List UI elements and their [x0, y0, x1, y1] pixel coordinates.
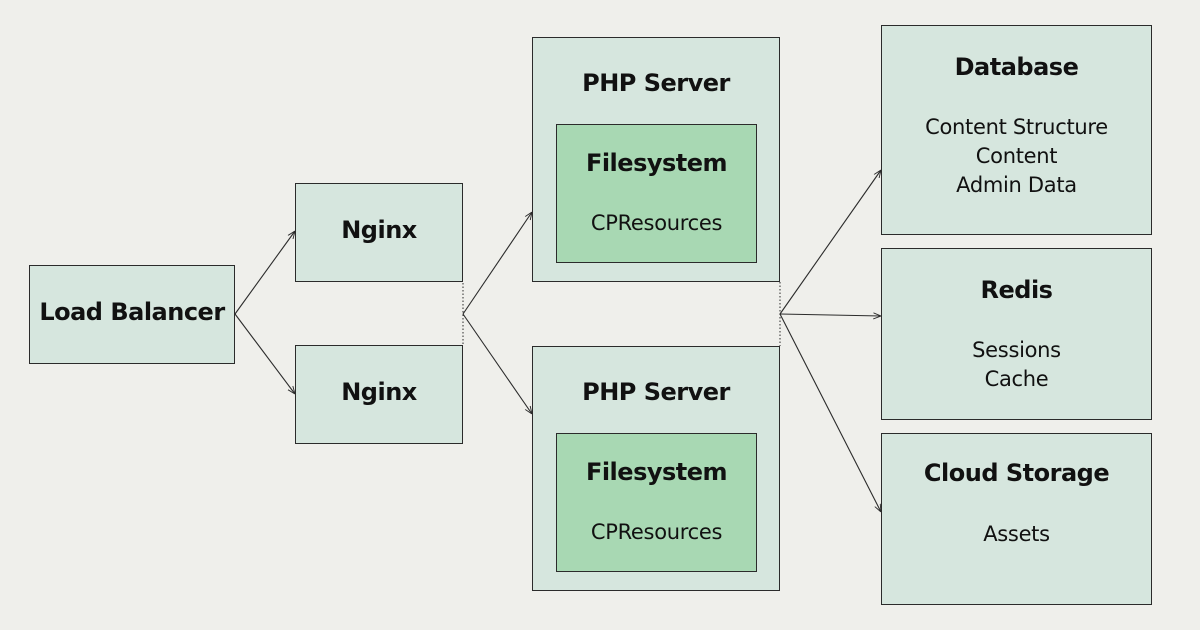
php-server-title: PHP Server	[582, 378, 730, 406]
php-server-title: PHP Server	[582, 69, 730, 97]
nginx-box-top: Nginx	[295, 183, 463, 282]
database-title: Database	[954, 53, 1079, 81]
redis-box: Redis Sessions Cache	[881, 248, 1152, 420]
filesystem-title: Filesystem	[585, 149, 728, 177]
arrow-lb-to-nginx-top	[234, 231, 295, 315]
database-items: Content Structure Content Admin Data	[882, 113, 1151, 200]
arrow-nginx-to-php-bottom	[462, 313, 532, 414]
cloud-storage-title: Cloud Storage	[923, 459, 1110, 487]
filesystem-box: Filesystem CPResources	[556, 433, 757, 572]
database-item: Content	[975, 144, 1058, 168]
filesystem-label: CPResources	[590, 211, 723, 235]
cloud-storage-item: Assets	[983, 522, 1050, 546]
nginx-title: Nginx	[341, 216, 417, 244]
filesystem-box: Filesystem CPResources	[556, 124, 757, 263]
arrow-php-to-redis	[779, 314, 881, 316]
arrow-nginx-to-php-top	[462, 212, 532, 315]
cloud-storage-items: Assets	[882, 520, 1151, 549]
arrow-lb-to-nginx-bottom	[234, 313, 295, 394]
filesystem-title: Filesystem	[585, 458, 728, 486]
arrow-php-to-database	[779, 170, 881, 315]
database-box: Database Content Structure Content Admin…	[881, 25, 1152, 235]
load-balancer-box: Load Balancer	[29, 265, 235, 364]
redis-items: Sessions Cache	[882, 336, 1151, 394]
nginx-title: Nginx	[341, 378, 417, 406]
redis-title: Redis	[980, 276, 1053, 304]
cloud-storage-box: Cloud Storage Assets	[881, 433, 1152, 605]
redis-item: Cache	[984, 367, 1049, 391]
filesystem-label: CPResources	[590, 520, 723, 544]
php-server-box-bottom: PHP Server Filesystem CPResources	[532, 346, 780, 591]
load-balancer-title: Load Balancer	[39, 298, 225, 326]
arrow-php-to-cloud-storage	[779, 313, 881, 512]
database-item: Content Structure	[925, 115, 1108, 139]
nginx-box-bottom: Nginx	[295, 345, 463, 444]
php-server-box-top: PHP Server Filesystem CPResources	[532, 37, 780, 282]
database-item: Admin Data	[956, 173, 1077, 197]
redis-item: Sessions	[972, 338, 1061, 362]
